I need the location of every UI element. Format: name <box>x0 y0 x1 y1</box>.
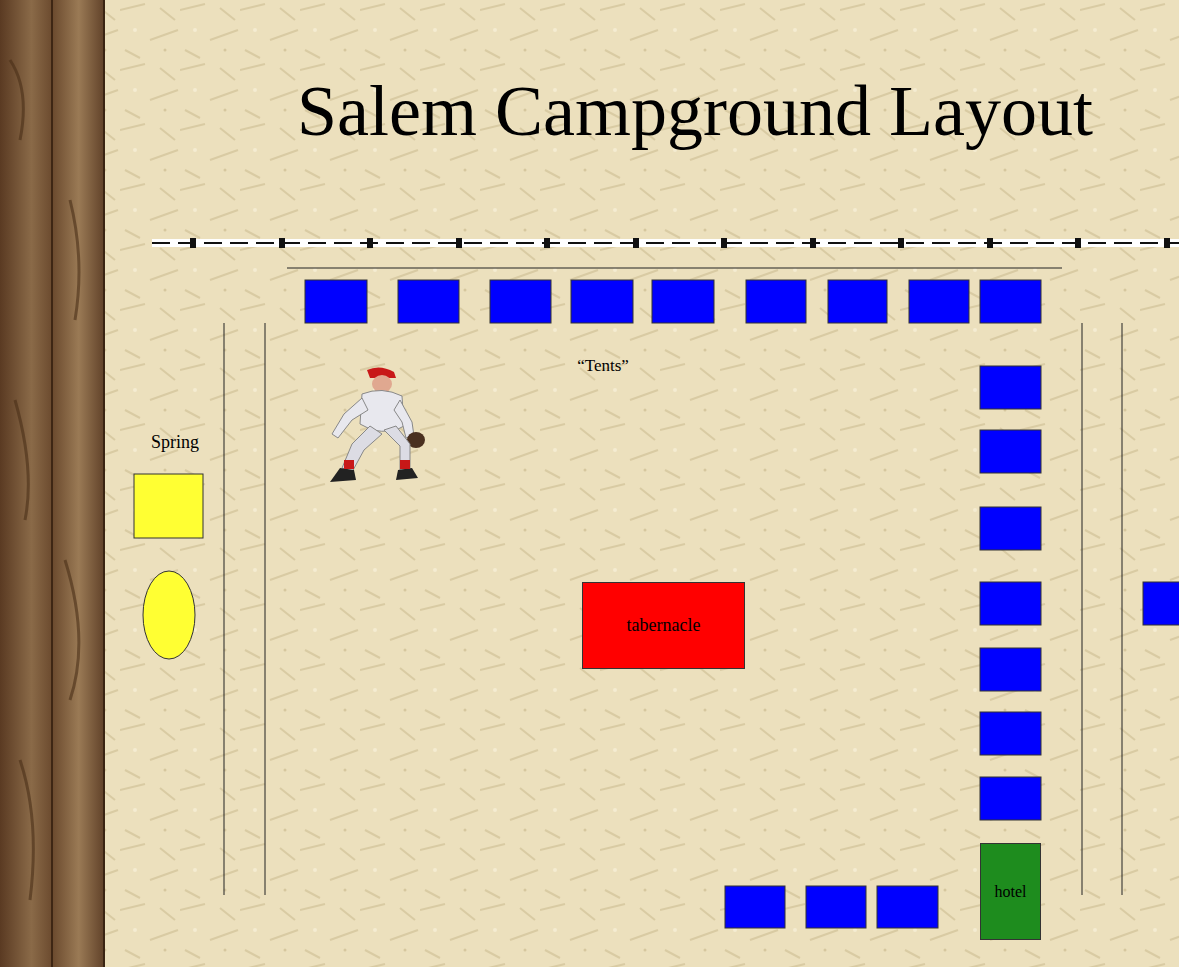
slide-title: Salem Campground Layout <box>297 70 1093 153</box>
hotel-box: hotel <box>980 843 1041 940</box>
tabernacle-box: tabernacle <box>582 582 745 669</box>
track-tie <box>544 238 550 248</box>
track-tie <box>1164 238 1170 248</box>
track-tie <box>898 238 904 248</box>
node-label: tabernacle <box>627 615 701 636</box>
spring <box>134 474 203 659</box>
track-tie <box>367 238 373 248</box>
track-tie <box>190 238 196 248</box>
track-tie <box>987 238 993 248</box>
track-tie <box>456 238 462 248</box>
track-tie <box>810 238 816 248</box>
baseball-player <box>330 367 425 482</box>
track-tie <box>1075 238 1081 248</box>
boundary-line <box>287 268 1062 269</box>
road-lines <box>224 323 1122 895</box>
tent-boxes <box>305 280 1179 928</box>
node-label: hotel <box>995 883 1027 901</box>
track-tie <box>633 238 639 248</box>
railroad-track <box>152 238 1179 248</box>
tents-label: “Tents” <box>577 356 629 376</box>
spring-label: Spring <box>151 432 199 453</box>
wood-strip <box>0 0 105 967</box>
track-tie <box>721 238 727 248</box>
track-tie <box>279 238 285 248</box>
